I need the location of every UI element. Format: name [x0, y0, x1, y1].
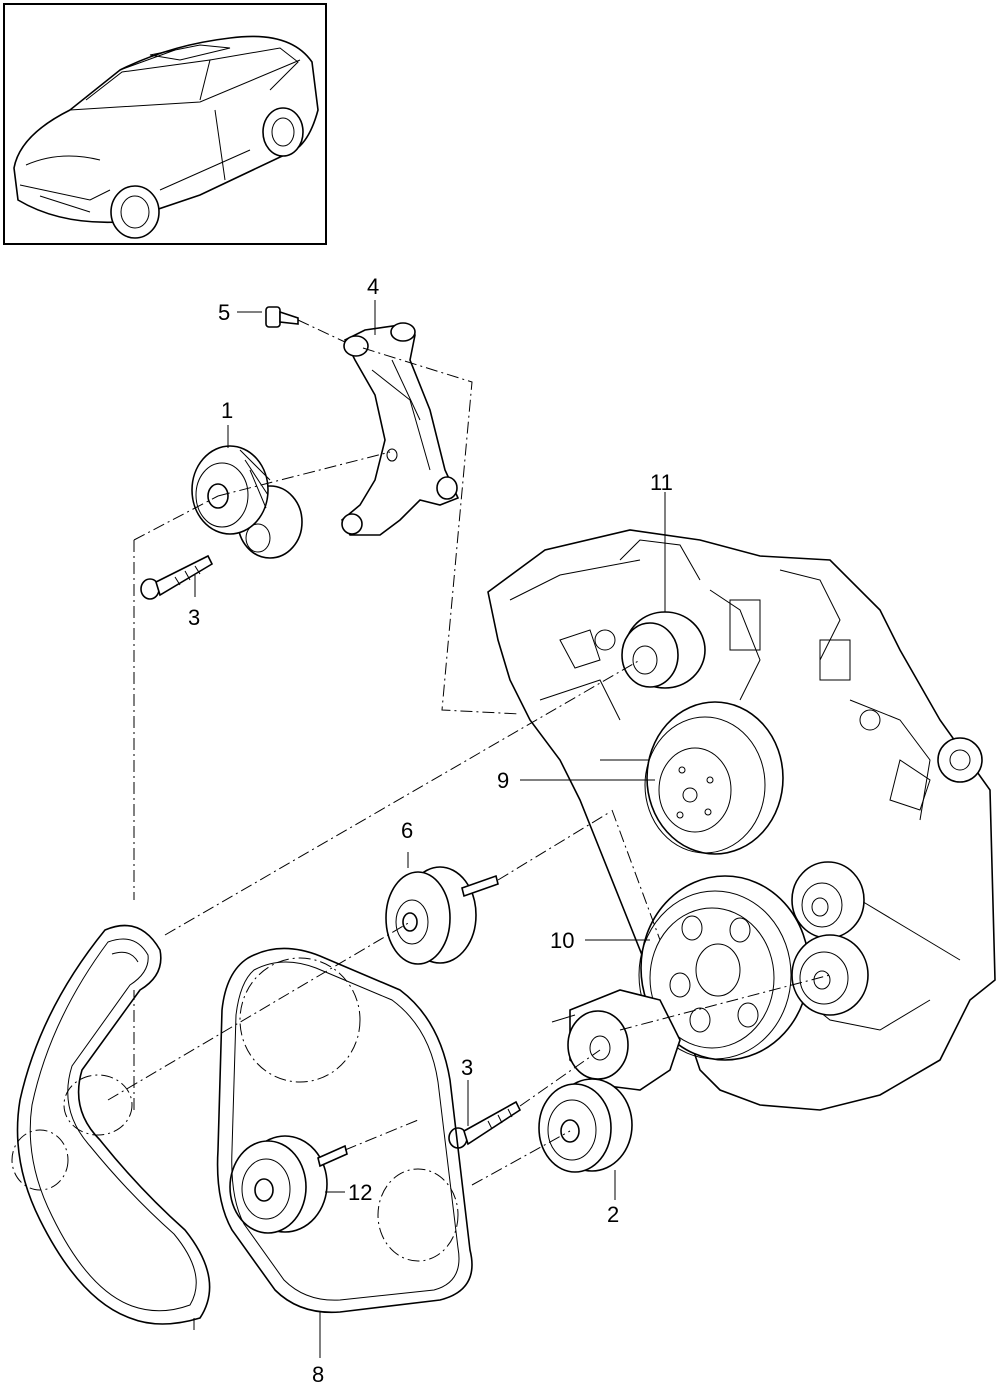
callout-9: 9	[497, 768, 509, 793]
callout-3-top: 3	[188, 605, 200, 630]
callout-5: 5	[218, 300, 230, 325]
belt-tensioner-assembly	[551, 989, 681, 1091]
part-10-damper	[638, 875, 810, 1061]
part-5-screw	[265, 306, 299, 328]
part-11-pulley	[621, 611, 706, 689]
callout-8: 8	[312, 1362, 324, 1387]
part-4-bracket	[340, 322, 460, 536]
callout-11: 11	[650, 470, 673, 495]
vehicle-thumbnail	[3, 3, 327, 245]
callout-10: 10	[550, 928, 574, 953]
drive-belt-part-8	[216, 947, 473, 1314]
assembly-lines	[107, 319, 831, 1186]
callout-12: 12	[348, 1180, 372, 1205]
part-12-pulley	[229, 1135, 348, 1234]
engine-idler-pulleys	[791, 861, 869, 1016]
part-9-pulley	[644, 701, 784, 855]
callout-4: 4	[367, 274, 379, 299]
leader-lines	[193, 300, 666, 1358]
suv-vehicle-icon	[13, 35, 319, 239]
part-3-bolt-bottom	[448, 1100, 522, 1149]
callout-labels: 5 4 1 3 11 9 6 10 3 2 12 8	[188, 274, 673, 1387]
part-3-bolt-top	[140, 554, 214, 600]
callout-1: 1	[221, 398, 233, 423]
engine-block	[487, 529, 996, 1111]
part-2-pulley	[538, 1078, 633, 1173]
callout-3-bottom: 3	[461, 1055, 473, 1080]
callout-2: 2	[607, 1202, 619, 1227]
part-6-idler	[385, 866, 499, 965]
callout-6: 6	[401, 818, 413, 843]
part-1-tensioner	[191, 445, 303, 559]
drive-belt-left	[11, 924, 211, 1325]
